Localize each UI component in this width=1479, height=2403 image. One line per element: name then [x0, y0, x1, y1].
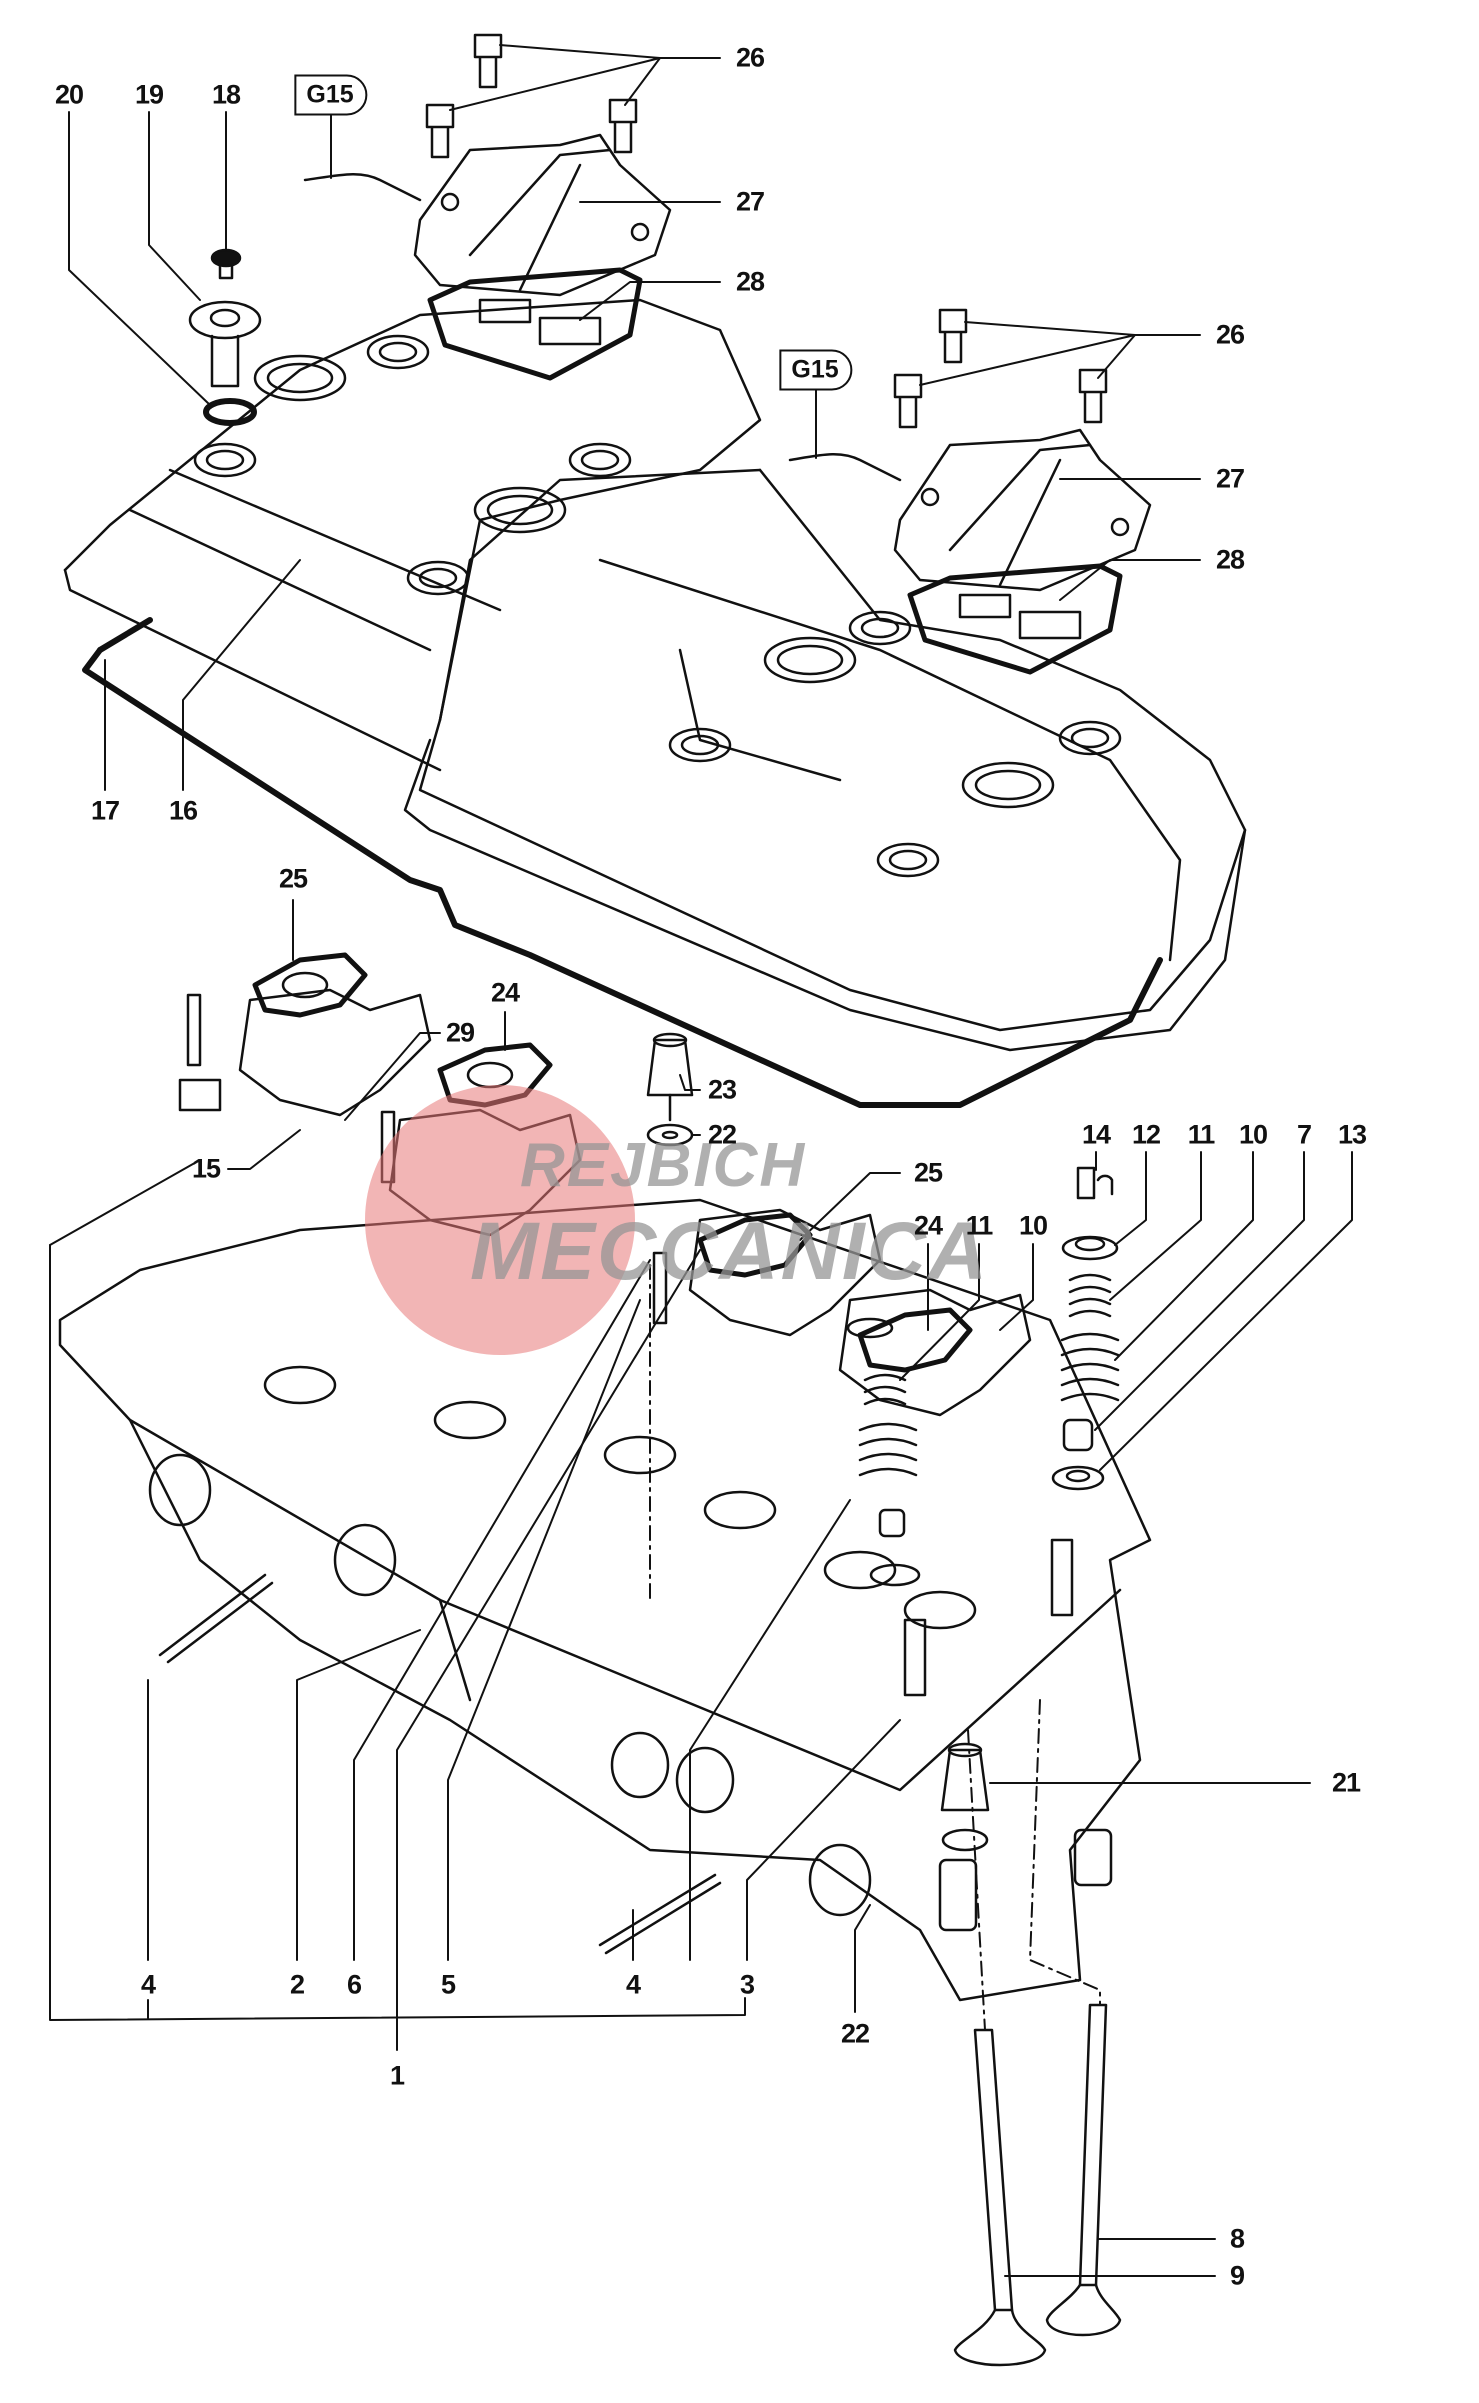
callout-6: 6 [346, 1969, 362, 2000]
callout-10: 10 [1018, 1210, 1048, 1241]
leader-lines [49, 44, 1353, 2277]
callout-5: 5 [440, 1969, 456, 2000]
callout-12: 12 [1131, 1119, 1161, 1150]
callout-25: 25 [278, 863, 308, 894]
callout-27: 27 [1215, 463, 1245, 494]
reference-tag-g15: G15 [779, 349, 853, 391]
breather-cover-top [303, 133, 672, 297]
callout-27: 27 [735, 186, 765, 217]
cover-bolts [425, 33, 1108, 429]
callout-11: 11 [965, 1210, 994, 1241]
callout-22: 22 [840, 2018, 870, 2049]
callout-25: 25 [913, 1157, 943, 1188]
callout-21: 21 [1331, 1767, 1361, 1798]
callout-23: 23 [707, 1074, 737, 1105]
callout-2: 2 [289, 1969, 305, 2000]
watermark-line1: REJBICH [520, 1131, 807, 1200]
callout-10: 10 [1238, 1119, 1268, 1150]
callout-11: 11 [1187, 1119, 1216, 1150]
callout-14: 14 [1081, 1119, 1111, 1150]
callout-13: 13 [1337, 1119, 1367, 1150]
callout-8: 8 [1229, 2223, 1245, 2254]
breather-gasket-right [907, 563, 1123, 675]
valve-guides [903, 1538, 1074, 1697]
callout-19: 19 [134, 79, 164, 110]
callout-3: 3 [739, 1969, 755, 2000]
cylinder-head [58, 1198, 1152, 2002]
watermark-logo [365, 1085, 635, 1355]
callout-29: 29 [445, 1017, 475, 1048]
callout-4: 4 [140, 1969, 156, 2000]
callout-9: 9 [1229, 2260, 1245, 2291]
callout-4: 4 [625, 1969, 641, 2000]
plug-washer-oring [188, 248, 262, 426]
reference-tag-g15: G15 [294, 74, 368, 116]
callout-24: 24 [490, 977, 520, 1008]
callout-28: 28 [735, 266, 765, 297]
callout-7: 7 [1296, 1119, 1312, 1150]
callout-20: 20 [54, 79, 84, 110]
callout-15: 15 [191, 1153, 221, 1184]
cap-right [940, 1742, 990, 1852]
callout-16: 16 [168, 795, 198, 826]
breather-gasket-top [427, 267, 643, 381]
callout-18: 18 [211, 79, 241, 110]
callout-26: 26 [735, 42, 765, 73]
callout-22: 22 [707, 1119, 737, 1150]
breather-cover-right [788, 428, 1152, 592]
valve-train-parts [846, 1166, 1120, 1587]
callout-24: 24 [913, 1210, 943, 1241]
callout-17: 17 [90, 795, 120, 826]
callout-28: 28 [1215, 544, 1245, 575]
callout-26: 26 [1215, 319, 1245, 350]
head-cover-gasket [82, 617, 1163, 1108]
watermark-line2: MECCANICA [470, 1206, 990, 1297]
studs [158, 1573, 722, 1955]
callout-1: 1 [389, 2060, 405, 2091]
valves [649, 1264, 1122, 2367]
head-cover [63, 298, 1247, 1052]
